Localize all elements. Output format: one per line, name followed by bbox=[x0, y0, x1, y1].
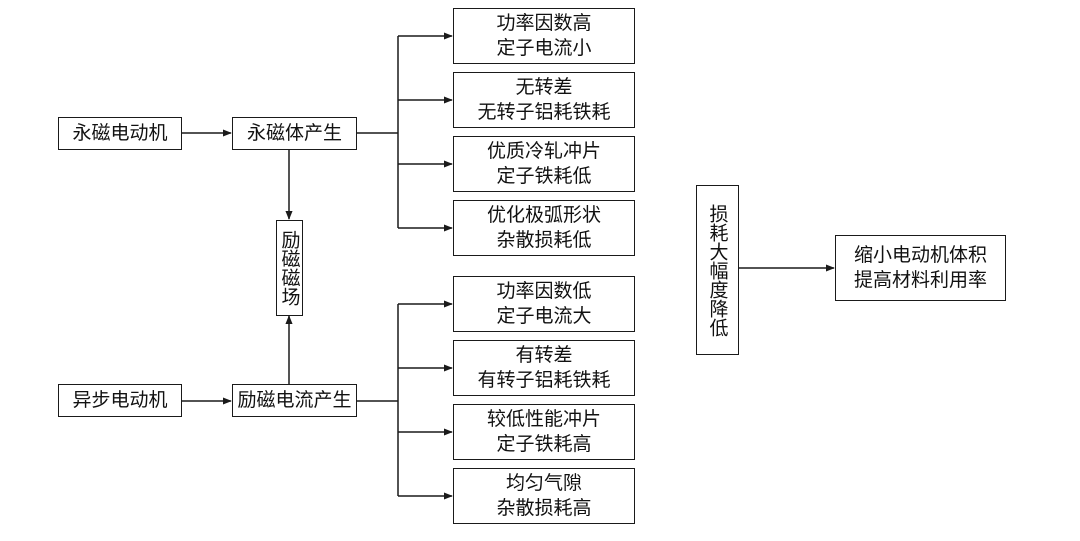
pm-result-4-line2: 杂散损耗低 bbox=[496, 229, 592, 251]
pm-result-2-box: 无转差 无转子铝耗铁耗 bbox=[453, 72, 635, 128]
loss-reduction-label: 损耗大幅度降低 bbox=[706, 203, 729, 337]
async-result-4-line2: 杂散损耗高 bbox=[496, 497, 592, 519]
pm-result-2-line1: 无转差 bbox=[515, 76, 573, 98]
async-result-3-line2: 定子铁耗高 bbox=[496, 433, 592, 455]
pm-result-3-line2: 定子铁耗低 bbox=[496, 165, 592, 187]
permanent-magnet-motor-label: 永磁电动机 bbox=[72, 122, 168, 144]
pm-result-2-line2: 无转子铝耗铁耗 bbox=[477, 101, 611, 123]
async-motor-box: 异步电动机 bbox=[58, 384, 182, 417]
async-result-2-box: 有转差 有转子铝耗铁耗 bbox=[453, 340, 635, 396]
async-result-1-box: 功率因数低 定子电流大 bbox=[453, 276, 635, 332]
pm-result-3-line1: 优质冷轧冲片 bbox=[486, 140, 601, 162]
excitation-current-label: 励磁电流产生 bbox=[237, 389, 352, 411]
pm-result-4-box: 优化极弧形状 杂散损耗低 bbox=[453, 200, 635, 256]
excitation-field-label: 励磁磁场 bbox=[278, 230, 301, 306]
async-result-2-line1: 有转差 bbox=[515, 344, 573, 366]
excitation-field-box: 励磁磁场 bbox=[276, 220, 303, 316]
permanent-magnet-motor-box: 永磁电动机 bbox=[58, 117, 182, 150]
async-result-1-line2: 定子电流大 bbox=[496, 305, 592, 327]
async-result-3-box: 较低性能冲片 定子铁耗高 bbox=[453, 404, 635, 460]
pm-generate-box: 永磁体产生 bbox=[232, 117, 357, 150]
async-result-4-box: 均匀气隙 杂散损耗高 bbox=[453, 468, 635, 524]
pm-result-1-line2: 定子电流小 bbox=[496, 37, 592, 59]
async-result-1-line1: 功率因数低 bbox=[496, 280, 592, 302]
async-result-4-line1: 均匀气隙 bbox=[505, 472, 582, 494]
final-result-line1: 缩小电动机体积 bbox=[853, 244, 987, 266]
pm-result-3-box: 优质冷轧冲片 定子铁耗低 bbox=[453, 136, 635, 192]
pm-result-1-box: 功率因数高 定子电流小 bbox=[453, 8, 635, 64]
excitation-current-box: 励磁电流产生 bbox=[232, 384, 357, 417]
async-result-3-line1: 较低性能冲片 bbox=[486, 408, 601, 430]
final-result-line2: 提高材料利用率 bbox=[853, 269, 987, 291]
async-result-2-line2: 有转子铝耗铁耗 bbox=[477, 369, 611, 391]
pm-generate-label: 永磁体产生 bbox=[246, 122, 342, 144]
async-motor-label: 异步电动机 bbox=[72, 389, 168, 411]
pm-result-4-line1: 优化极弧形状 bbox=[486, 204, 601, 226]
pm-result-1-line1: 功率因数高 bbox=[496, 12, 592, 34]
final-result-box: 缩小电动机体积 提高材料利用率 bbox=[835, 235, 1006, 301]
loss-reduction-box: 损耗大幅度降低 bbox=[696, 185, 739, 355]
